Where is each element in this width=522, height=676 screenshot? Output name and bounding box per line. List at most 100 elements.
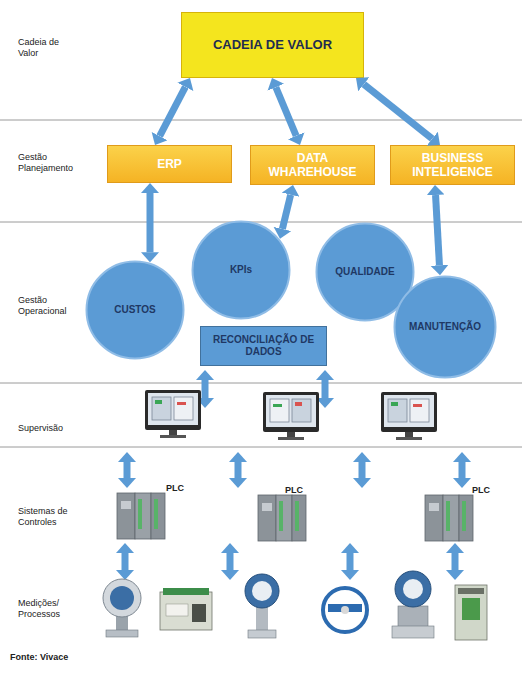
node-text: KPIs	[230, 264, 252, 276]
sensor-hole	[341, 606, 349, 614]
screen-window	[152, 397, 171, 420]
node-content: ERP	[108, 146, 231, 182]
monitor-stand	[169, 430, 177, 435]
plc-label: PLC	[285, 485, 315, 496]
double-arrow	[459, 462, 466, 478]
plc-module	[117, 493, 135, 539]
screen-mark	[295, 402, 302, 406]
module-body	[160, 592, 212, 630]
system-box: DATA WHAREHOUSE	[250, 145, 375, 185]
screen-window	[270, 399, 289, 422]
module-connector	[192, 604, 206, 622]
double-arrow-connector	[364, 84, 432, 139]
device-head	[395, 571, 431, 607]
screen-mark	[273, 404, 282, 407]
layer-separator	[0, 447, 522, 448]
device-face	[252, 581, 272, 601]
device-face	[110, 586, 134, 610]
node-content: CUSTOS	[85, 260, 185, 360]
node-content: KPIs	[191, 220, 291, 320]
sensor-ring	[323, 588, 367, 632]
layer-label: Gestão Operacional	[18, 295, 88, 318]
plc-module	[276, 495, 292, 541]
plc-icon	[117, 493, 165, 539]
node-text: ERP	[157, 157, 182, 171]
node-content: DATA WHAREHOUSE	[251, 146, 374, 184]
node-text: DATA WHAREHOUSE	[269, 151, 357, 180]
monitor-stand	[405, 432, 413, 437]
monitor-frame	[263, 392, 319, 432]
node-content: RECONCILIAÇÃO DE DADOS	[201, 327, 326, 365]
device-face	[403, 579, 423, 599]
layer-label: Medições/ Processos	[18, 598, 73, 621]
double-arrow	[359, 462, 366, 478]
double-arrow-connector	[276, 87, 296, 136]
io-module-icon	[160, 588, 212, 630]
process-box: RECONCILIAÇÃO DE DADOS	[200, 326, 327, 366]
double-arrow	[124, 462, 131, 478]
system-box: ERP	[107, 145, 232, 183]
device-head	[245, 574, 279, 608]
plc-led-strip	[279, 501, 283, 531]
module-cover	[462, 598, 480, 620]
circle-shape	[87, 262, 184, 359]
monitor-icon	[263, 392, 319, 440]
double-arrow	[227, 553, 234, 570]
double-arrow	[452, 553, 459, 570]
node-text: RECONCILIAÇÃO DE DADOS	[205, 334, 322, 358]
plc-icon	[425, 495, 473, 541]
monitor-screen	[266, 395, 316, 427]
plc-led-strip	[462, 501, 466, 531]
module-label	[166, 604, 188, 616]
screen-window	[174, 397, 193, 420]
double-arrow	[202, 380, 209, 398]
plc-module	[425, 495, 443, 541]
monitor-stand	[287, 432, 295, 437]
screen-window	[292, 399, 311, 422]
module-body	[455, 585, 487, 640]
plc-module	[151, 493, 165, 539]
monitor-icon	[145, 390, 201, 438]
screen-mark	[391, 402, 398, 406]
system-box: BUSINESS INTELIGENCE	[390, 145, 515, 185]
plc-label: PLC	[472, 485, 502, 496]
transmitter-icon	[245, 574, 279, 638]
plc-panel	[121, 501, 131, 509]
monitor-icon	[381, 392, 437, 440]
node-text: MANUTENÇÃO	[409, 321, 481, 333]
layer-label: Gestão Planejamento	[18, 152, 93, 175]
node-text: BUSINESS INTELIGENCE	[405, 151, 500, 180]
monitor-base	[278, 437, 304, 440]
node-content: BUSINESS INTELIGENCE	[391, 146, 514, 184]
monitor-base	[160, 435, 186, 438]
plc-led-strip	[154, 499, 158, 529]
device-stem	[256, 607, 268, 631]
device-flange	[106, 630, 138, 637]
monitor-frame	[381, 392, 437, 432]
management-circle: MANUTENÇÃO	[393, 275, 497, 379]
monitor-screen	[384, 395, 434, 427]
screen-window	[388, 399, 407, 422]
circle-shape	[395, 277, 496, 378]
double-arrow-connector	[147, 193, 154, 252]
plc-label: PLC	[166, 483, 196, 494]
plc-led-strip	[295, 501, 299, 531]
plc-icon	[258, 495, 306, 541]
node-text: CUSTOS	[114, 304, 156, 316]
node-content: CADEIA DE VALOR	[182, 13, 363, 77]
plc-module	[292, 495, 306, 541]
layer-arrows	[125, 380, 462, 570]
circle-shape	[193, 222, 290, 319]
node-content: MANUTENÇÃO	[393, 275, 497, 379]
double-arrow	[347, 553, 354, 570]
monitor-base	[396, 437, 422, 440]
device-head	[103, 579, 141, 617]
value-chain-box: CADEIA DE VALOR	[181, 12, 364, 78]
layer-label: Sistemas de Controles	[18, 506, 80, 529]
device-flange	[392, 626, 434, 638]
source-note: Fonte: Vivace	[10, 652, 110, 663]
node-text: QUALIDADE	[335, 266, 394, 278]
plc-module	[459, 495, 473, 541]
double-arrow-connector	[160, 87, 186, 136]
